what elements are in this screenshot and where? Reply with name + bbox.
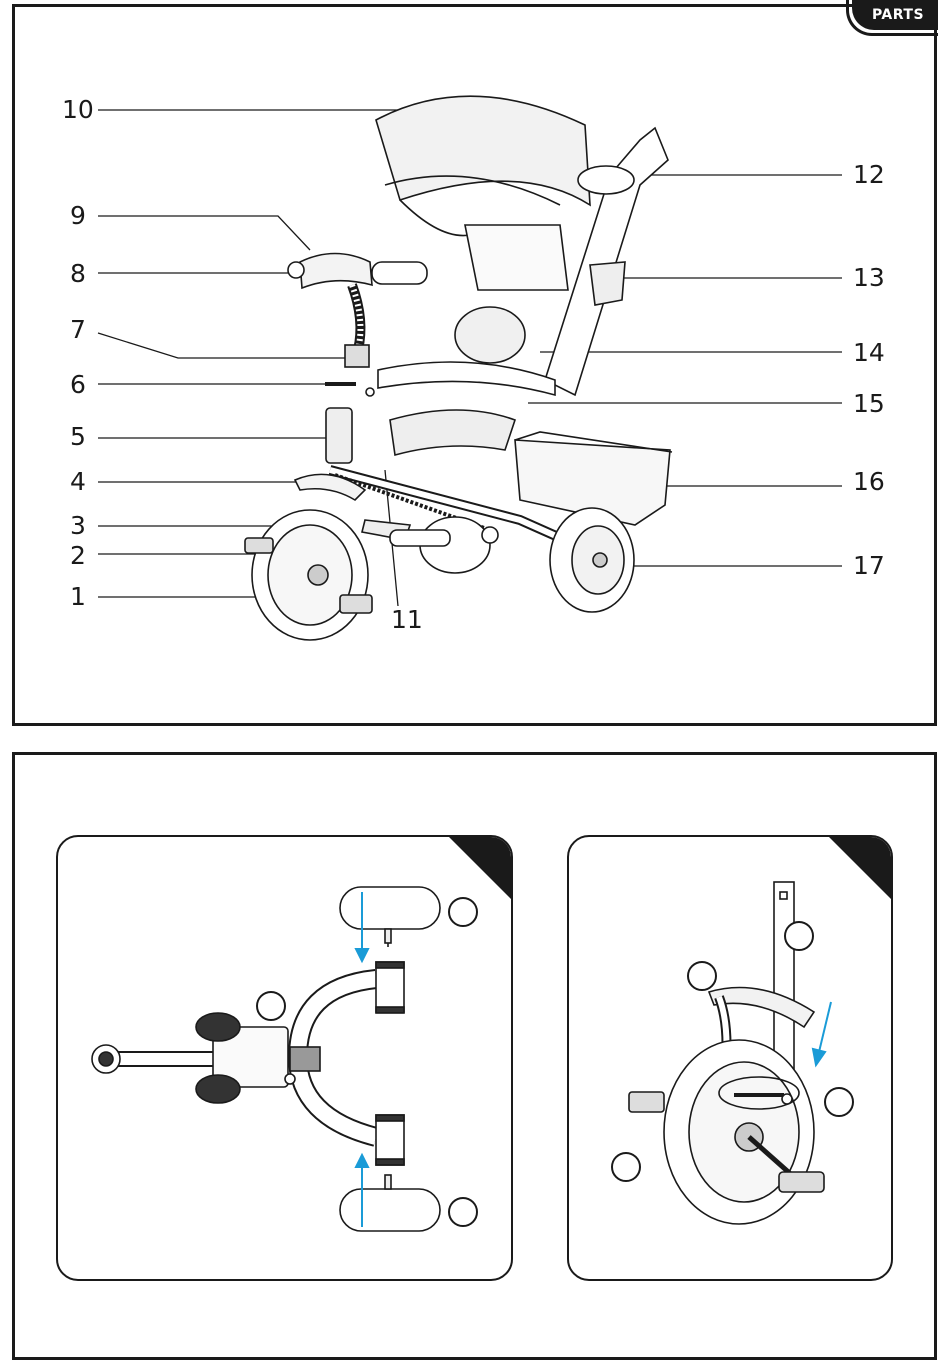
step-callout-circle: [448, 1197, 478, 1227]
step-callout-circle: [824, 1087, 854, 1117]
wheel-mudguard-illustration: [569, 837, 893, 1281]
step-callout-circle: [784, 921, 814, 951]
step-callout-circle: [256, 991, 286, 1021]
assembly-step-front-fork: [56, 835, 513, 1281]
assembly-step-wheel-mudguard: [567, 835, 893, 1281]
step-callout-circle: [611, 1152, 641, 1182]
tricycle-illustration: [0, 0, 950, 730]
front-fork-assembly-illustration: [58, 837, 513, 1281]
step-callout-circle: [687, 961, 717, 991]
step-callout-circle: [448, 897, 478, 927]
